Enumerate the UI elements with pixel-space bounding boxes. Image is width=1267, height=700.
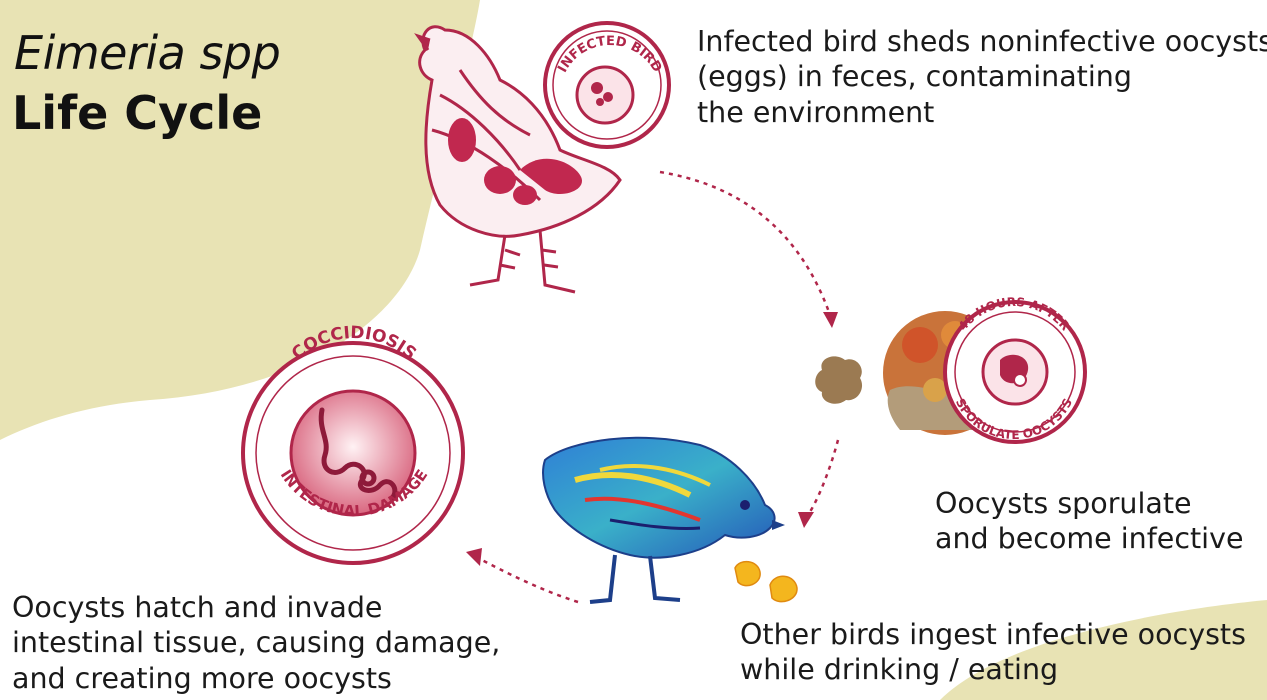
caption-ingestion-line-1: Other birds ingest infective oocysts	[740, 617, 1246, 652]
feces-icon	[815, 356, 862, 403]
caption-sporulation: Oocysts sporulate and become infective	[935, 486, 1243, 557]
caption-sporulation-line-2: and become infective	[935, 521, 1243, 556]
sporulated-oocyst-icon: 48 HOURS AFTER SPORULATE OOCYSTS	[883, 295, 1085, 442]
caption-damage-line-1: Oocysts hatch and invade	[12, 590, 500, 625]
arrow-2	[808, 440, 838, 515]
caption-sporulation-line-1: Oocysts sporulate	[935, 486, 1243, 521]
infected-bird-badge: INFECTED BIRD	[545, 23, 669, 147]
oocyst-grains-icon	[735, 562, 797, 602]
arrow-1	[660, 172, 830, 315]
caption-shedding-line-3: the environment	[697, 95, 1267, 130]
caption-damage: Oocysts hatch and invade intestinal tiss…	[12, 590, 500, 696]
caption-damage-line-3: and creating more oocysts	[12, 661, 500, 696]
caption-shedding-line-2: (eggs) in feces, contaminating	[697, 59, 1267, 94]
caption-shedding-line-1: Infected bird sheds noninfective oocysts	[697, 24, 1267, 59]
coccidiosis-badge: COCCIDIOSIS INTESTINAL DAMAGE	[243, 323, 463, 563]
caption-damage-line-2: intestinal tissue, causing damage,	[12, 625, 500, 660]
caption-ingestion: Other birds ingest infective oocysts whi…	[740, 617, 1246, 688]
caption-ingestion-line-2: while drinking / eating	[740, 652, 1246, 687]
caption-shedding: Infected bird sheds noninfective oocysts…	[697, 24, 1267, 130]
